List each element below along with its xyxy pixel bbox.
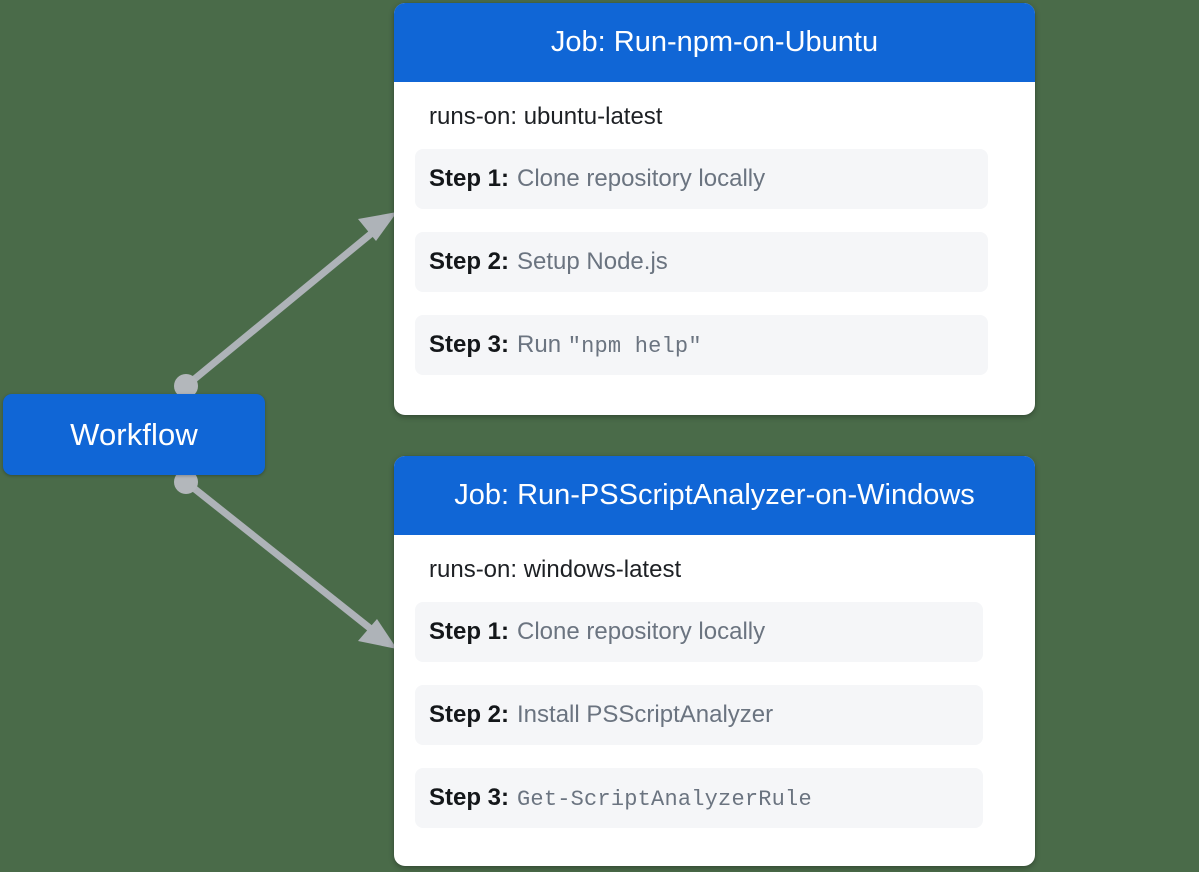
step-description-text: Install PSScriptAnalyzer bbox=[517, 700, 774, 728]
step-row[interactable]: Step 2: Setup Node.js bbox=[415, 232, 988, 293]
step-description-code: "npm help" bbox=[567, 333, 702, 359]
step-description-text: Clone repository locally bbox=[517, 617, 766, 645]
step-description: Install PSScriptAnalyzer bbox=[517, 700, 774, 729]
edge-workflow-to-windows bbox=[174, 470, 397, 649]
job-card-ubuntu-runs-on: runs-on: ubuntu-latest bbox=[429, 103, 663, 130]
workflow-node[interactable]: Workflow bbox=[3, 394, 265, 475]
job-card-windows-title: Job: Run-PSScriptAnalyzer-on-Windows bbox=[394, 456, 1035, 535]
step-description-text: Setup Node.js bbox=[517, 247, 668, 275]
step-label: Step 3: bbox=[429, 331, 510, 359]
step-description: Clone repository locally bbox=[517, 617, 766, 646]
edge-workflow-to-ubuntu bbox=[174, 212, 397, 398]
step-description-code: Get-ScriptAnalyzerRule bbox=[517, 786, 812, 812]
workflow-node-label: Workflow bbox=[70, 417, 198, 452]
job-card-ubuntu[interactable]: Job: Run-npm-on-Ubuntu runs-on: ubuntu-l… bbox=[394, 3, 1035, 415]
job-card-windows[interactable]: Job: Run-PSScriptAnalyzer-on-Windows run… bbox=[394, 456, 1035, 866]
step-description-text: Run bbox=[517, 330, 568, 358]
step-row[interactable]: Step 1: Clone repository locally bbox=[415, 602, 983, 663]
step-description: Run "npm help" bbox=[517, 330, 702, 359]
job-card-ubuntu-title: Job: Run-npm-on-Ubuntu bbox=[394, 3, 1035, 82]
job-card-windows-body: runs-on: windows-latest Step 1: Clone re… bbox=[394, 535, 1035, 866]
step-label: Step 2: bbox=[429, 248, 510, 276]
job-card-windows-runs-on: runs-on: windows-latest bbox=[429, 556, 682, 583]
step-row[interactable]: Step 3: Run "npm help" bbox=[415, 315, 988, 376]
step-row[interactable]: Step 3: Get-ScriptAnalyzerRule bbox=[415, 768, 983, 829]
step-description: Setup Node.js bbox=[517, 247, 668, 276]
step-label: Step 2: bbox=[429, 701, 510, 729]
step-label: Step 3: bbox=[429, 784, 510, 812]
step-row[interactable]: Step 2: Install PSScriptAnalyzer bbox=[415, 685, 983, 746]
step-description: Clone repository locally bbox=[517, 164, 766, 193]
step-description: Get-ScriptAnalyzerRule bbox=[517, 785, 812, 812]
step-row[interactable]: Step 1: Clone repository locally bbox=[415, 149, 988, 210]
step-label: Step 1: bbox=[429, 618, 510, 646]
step-description-text: Clone repository locally bbox=[517, 164, 766, 192]
step-label: Step 1: bbox=[429, 165, 510, 193]
job-card-ubuntu-body: runs-on: ubuntu-latest Step 1: Clone rep… bbox=[394, 82, 1035, 415]
